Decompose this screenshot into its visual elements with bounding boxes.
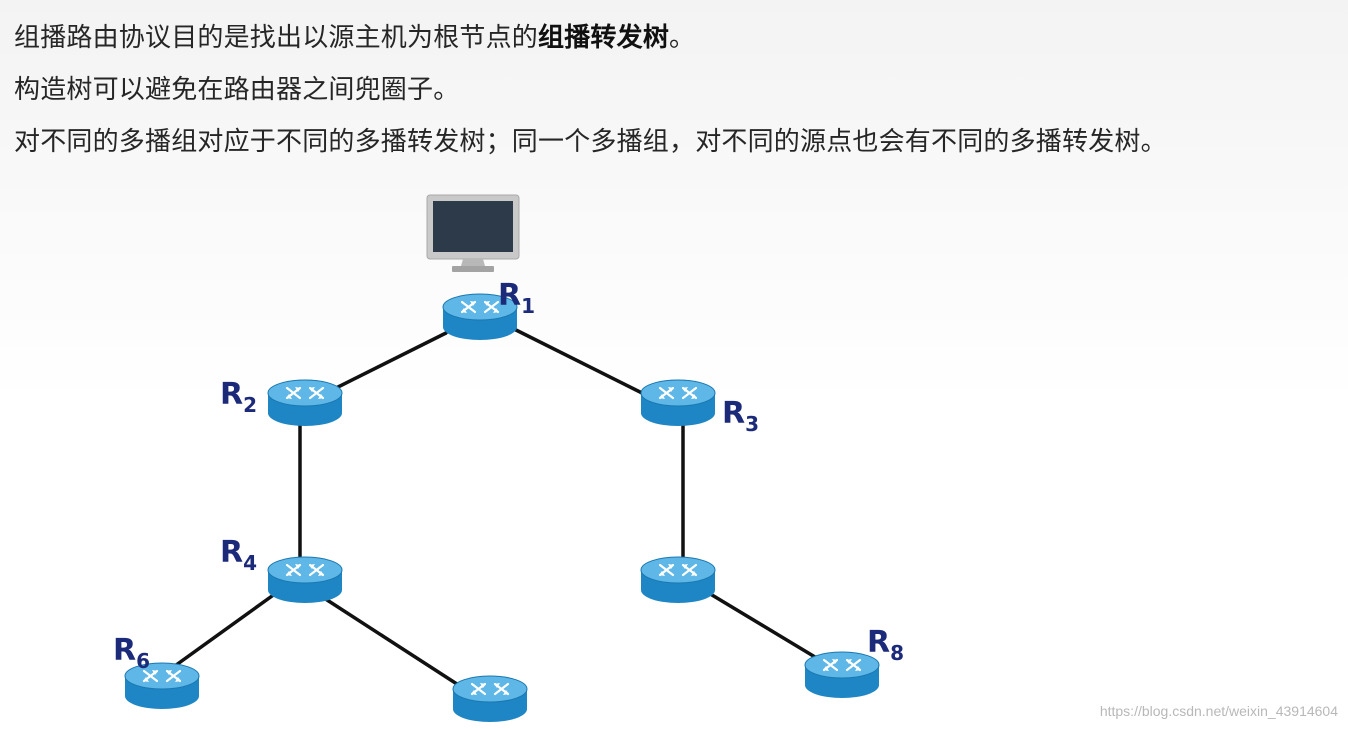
router-r3-icon: [639, 378, 717, 428]
label-r8: R8: [867, 625, 904, 665]
text-block: 组播路由协议目的是找出以源主机为根节点的组播转发树。 构造树可以避免在路由器之间…: [14, 14, 1344, 170]
link-r4-r6: [170, 594, 274, 670]
router-r5-icon: [639, 555, 717, 605]
source-host-computer-icon: [426, 194, 520, 272]
text-line-2: 构造树可以避免在路由器之间兜圈子。: [14, 75, 460, 105]
text-line-1: 组播路由协议目的是找出以源主机为根节点的组播转发树。: [14, 14, 1344, 66]
line1-suffix: 。: [669, 23, 696, 53]
link-r5-r8: [710, 593, 822, 662]
router-r4-icon: [266, 555, 344, 605]
watermark: https://blog.csdn.net/weixin_43914604: [1099, 703, 1338, 719]
tree-links: [170, 328, 822, 688]
router-r2-icon: [266, 378, 344, 428]
router-r7-icon: [451, 674, 529, 724]
label-r1: R1: [498, 278, 535, 318]
link-r1-r3: [514, 328, 648, 397]
label-r3: R3: [722, 396, 759, 436]
label-r2: R2: [220, 377, 257, 417]
label-r4: R4: [220, 535, 257, 575]
text-line-3: 对不同的多播组对应于不同的多播转发树；同一个多播组，对不同的源点也会有不同的多播…: [14, 127, 1167, 157]
line1-prefix: 组播路由协议目的是找出以源主机为根节点的: [14, 23, 539, 53]
link-r4-r7: [322, 596, 462, 688]
label-r6: R6: [113, 633, 150, 673]
line1-bold-term: 组播转发树: [538, 23, 670, 53]
link-r1-r2: [326, 331, 448, 394]
